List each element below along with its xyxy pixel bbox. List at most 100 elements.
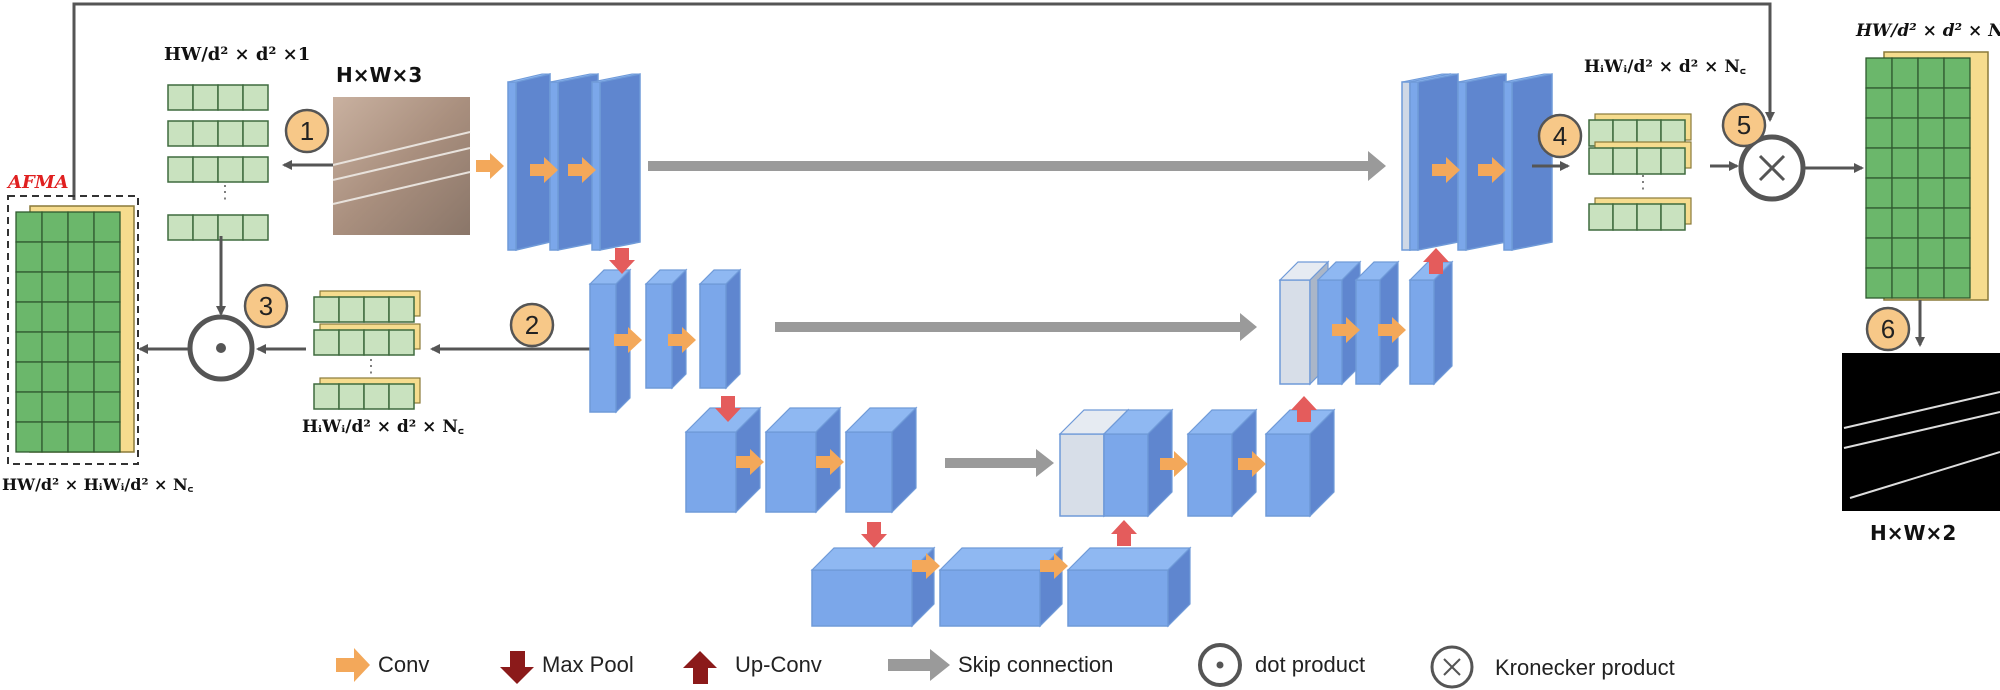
legend-skip-icon <box>888 649 950 681</box>
feat1-row <box>167 156 269 183</box>
feat5-cell <box>1891 267 1919 299</box>
feat5-cell <box>1917 207 1945 239</box>
feat5-cell <box>1891 177 1919 209</box>
dec1-block-2 <box>1457 73 1507 251</box>
afma-label: AFMA <box>6 172 69 193</box>
afma-cell <box>15 301 43 333</box>
feat4-size-label: HᵢWᵢ/d² × d² × N꜀ <box>1584 57 1746 77</box>
legend-conv-icon <box>336 648 370 682</box>
skip-connections <box>648 151 1386 477</box>
afma-cell <box>67 211 95 243</box>
feat4-row <box>1588 113 1692 147</box>
feat5-cell <box>1917 237 1945 269</box>
afma-cell <box>41 421 69 453</box>
afma-cell <box>67 241 95 273</box>
feat1-size-label: HW/d² × d² ×1 <box>164 44 310 65</box>
feat5-cell <box>1943 237 1971 269</box>
legend-skip-label: Skip connection <box>958 652 1113 677</box>
feat5-cell <box>1943 57 1971 89</box>
afma-cell <box>41 361 69 393</box>
feat5-cell <box>1865 147 1893 179</box>
feat5-cell <box>1865 87 1893 119</box>
afma-cell <box>15 211 43 243</box>
enc3-block-1 <box>684 406 762 514</box>
afma-cell <box>67 271 95 303</box>
feat5-cell <box>1865 57 1893 89</box>
legend-dot-label: dot product <box>1255 652 1365 677</box>
afma-cell <box>15 361 43 393</box>
feat2-row <box>313 377 421 410</box>
afma-cell <box>41 271 69 303</box>
conv-arrow <box>1332 317 1360 343</box>
legend-maxpool-icon <box>500 651 534 684</box>
conv-arrow <box>568 157 596 183</box>
afma-cell <box>93 301 121 333</box>
enc3-block-2 <box>764 406 842 514</box>
step-2: 2 <box>509 302 555 348</box>
feat1-row <box>167 214 269 241</box>
feature-map-5: HW/d² × d² × N꜀ <box>1855 21 2000 301</box>
conv-arrow <box>668 327 696 353</box>
dec1-block-3 <box>1503 73 1553 251</box>
afma-cell <box>41 211 69 243</box>
dec2-block-2 <box>1316 260 1362 386</box>
maxpool-arrow <box>715 396 741 422</box>
output-size-label: H×W×2 <box>1870 521 1956 545</box>
conv-arrow <box>1432 157 1460 183</box>
input-image: H×W×3 <box>332 63 471 235</box>
afma-cell <box>67 331 95 363</box>
dec3-block-2 <box>1102 408 1174 518</box>
step-label: 5 <box>1737 110 1751 140</box>
feat5-cell <box>1891 117 1919 149</box>
enc2-block-3 <box>698 268 742 390</box>
conv-arrow <box>1378 317 1406 343</box>
afma-cell <box>67 391 95 423</box>
afma-cell <box>93 331 121 363</box>
afma-cell <box>15 421 43 453</box>
dec3-block-3 <box>1186 408 1258 518</box>
afma-cell <box>41 391 69 423</box>
afma-cell <box>93 391 121 423</box>
step-label: 4 <box>1553 121 1567 151</box>
bottleneck-block-3 <box>1066 546 1192 628</box>
conv-arrow <box>816 449 844 475</box>
afma-cell <box>15 241 43 273</box>
maxpool-arrow <box>861 522 887 548</box>
feat4-row <box>1588 197 1692 231</box>
feat5-cell <box>1943 87 1971 119</box>
feat1-row <box>167 84 269 111</box>
feature-map-1: HW/d² × d² ×1 ⋮ <box>164 44 310 241</box>
feat5-cell <box>1865 267 1893 299</box>
feat5-cell <box>1891 207 1919 239</box>
feat2-row <box>313 290 421 323</box>
dec1-block-1b <box>1409 73 1459 251</box>
feat4-row <box>1588 141 1692 175</box>
conv-arrow <box>476 153 504 179</box>
step-label: 6 <box>1881 314 1895 344</box>
afma-cell <box>15 271 43 303</box>
feat5-cell <box>1865 207 1893 239</box>
enc1-block-1 <box>507 73 551 251</box>
feat1-row <box>167 120 269 147</box>
step-4: 4 <box>1537 113 1583 159</box>
feat5-cell <box>1917 267 1945 299</box>
afma-cell <box>93 241 121 273</box>
kronecker-product-op <box>1738 134 1806 202</box>
dec2-block-3 <box>1354 260 1400 386</box>
legend-maxpool-label: Max Pool <box>542 652 634 677</box>
afma-cell <box>93 271 121 303</box>
enc1-block-3 <box>591 73 641 251</box>
svg-text:⋮: ⋮ <box>362 356 380 376</box>
afma-cell <box>41 241 69 273</box>
feat5-cell <box>1891 87 1919 119</box>
upconv-arrow <box>1291 396 1317 422</box>
feat5-cell <box>1865 177 1893 209</box>
conv-arrow <box>1160 451 1188 477</box>
feat5-cell <box>1865 237 1893 269</box>
output-mask: H×W×2 <box>1842 353 2000 545</box>
feature-map-2: ⋮ HᵢWᵢ/d² × d² × N꜀ <box>302 290 464 437</box>
dec2-block-4 <box>1408 260 1454 386</box>
feat5-cell <box>1943 207 1971 239</box>
